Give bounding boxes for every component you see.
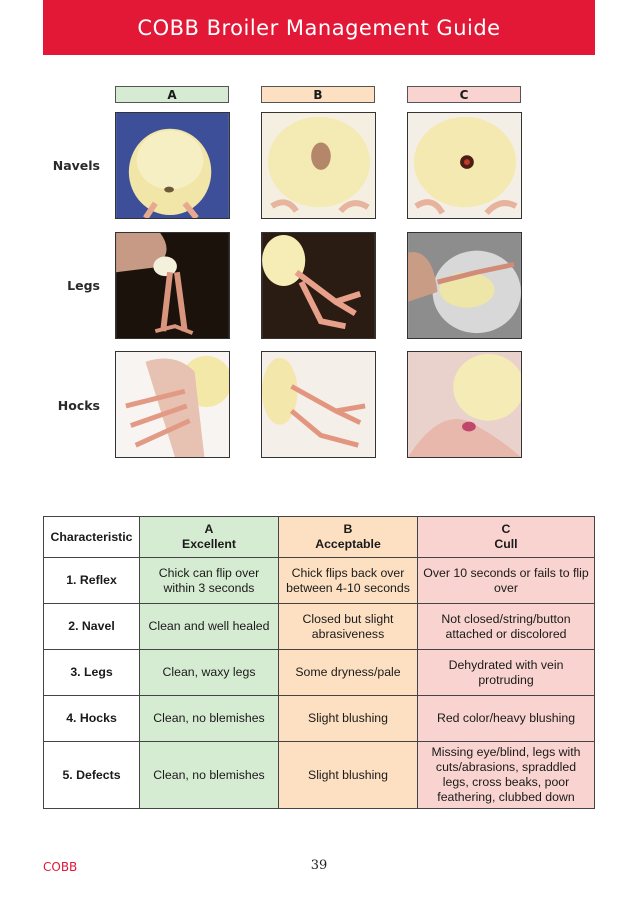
table-row: 2. Navel Clean and well healed Closed bu…: [43, 603, 595, 650]
cell-c: Missing eye/blind, legs with cuts/abrasi…: [417, 741, 595, 809]
header-a-letter: A: [204, 522, 214, 536]
header-a-grade: Excellent: [182, 537, 236, 551]
row-label-navels: Navels: [52, 158, 100, 173]
photo-hocks-c: [407, 351, 522, 458]
column-label-b: B: [261, 86, 375, 103]
header-b-grade: Acceptable: [315, 537, 381, 551]
cell-a: Clean, no blemishes: [139, 741, 279, 809]
photo-hocks-b: [261, 351, 376, 458]
photo-legs-c: [407, 232, 522, 339]
cell-a: Clean, waxy legs: [139, 649, 279, 696]
cell-b: Slight blushing: [278, 741, 418, 809]
photo-hocks-a: [115, 351, 230, 458]
photo-legs-a: [115, 232, 230, 339]
photo-navel-b: [261, 112, 376, 219]
cell-a: Clean, no blemishes: [139, 695, 279, 742]
header-characteristic: Characteristic: [43, 516, 140, 558]
cell-b: Some dryness/pale: [278, 649, 418, 696]
photo-navel-c: [407, 112, 522, 219]
row-label-hocks: Hocks: [57, 398, 100, 413]
cell-b: Closed but slight abrasiveness: [278, 603, 418, 650]
page-title: COBB Broiler Management Guide: [137, 15, 501, 40]
row-characteristic: 2. Navel: [43, 603, 140, 650]
table-row: 3. Legs Clean, waxy legs Some dryness/pa…: [43, 649, 595, 696]
header-grade-a: A Excellent: [139, 516, 279, 558]
table-row: 1. Reflex Chick can flip over within 3 s…: [43, 557, 595, 604]
table-header-row: Characteristic A Excellent B Acceptable …: [43, 516, 595, 558]
row-characteristic: 3. Legs: [43, 649, 140, 696]
page-number: 39: [310, 858, 328, 873]
cell-a: Chick can flip over within 3 seconds: [139, 557, 279, 604]
table-row: 5. Defects Clean, no blemishes Slight bl…: [43, 741, 595, 809]
header-c-letter: C: [501, 522, 511, 536]
photo-navel-a: [115, 112, 230, 219]
grading-table: Characteristic A Excellent B Acceptable …: [43, 516, 595, 809]
row-characteristic: 1. Reflex: [43, 557, 140, 604]
header-grade-c: C Cull: [417, 516, 595, 558]
column-label-c: C: [407, 86, 521, 103]
header-grade-b: B Acceptable: [278, 516, 418, 558]
cell-b: Chick flips back over between 4-10 secon…: [278, 557, 418, 604]
cell-c: Red color/heavy blushing: [417, 695, 595, 742]
table-row: 4. Hocks Clean, no blemishes Slight blus…: [43, 695, 595, 742]
cell-a: Clean and well healed: [139, 603, 279, 650]
row-label-legs: Legs: [67, 278, 100, 293]
header-b-letter: B: [343, 522, 353, 536]
row-characteristic: 4. Hocks: [43, 695, 140, 742]
column-label-a: A: [115, 86, 229, 103]
cell-c: Dehydrated with vein protruding: [417, 649, 595, 696]
header-c-grade: Cull: [494, 537, 518, 551]
page-header: COBB Broiler Management Guide: [43, 0, 595, 55]
cell-b: Slight blushing: [278, 695, 418, 742]
cell-c: Over 10 seconds or fails to flip over: [417, 557, 595, 604]
cell-c: Not closed/string/button attached or dis…: [417, 603, 595, 650]
photo-legs-b: [261, 232, 376, 339]
footer-brand: COBB: [43, 860, 78, 874]
row-characteristic: 5. Defects: [43, 741, 140, 809]
